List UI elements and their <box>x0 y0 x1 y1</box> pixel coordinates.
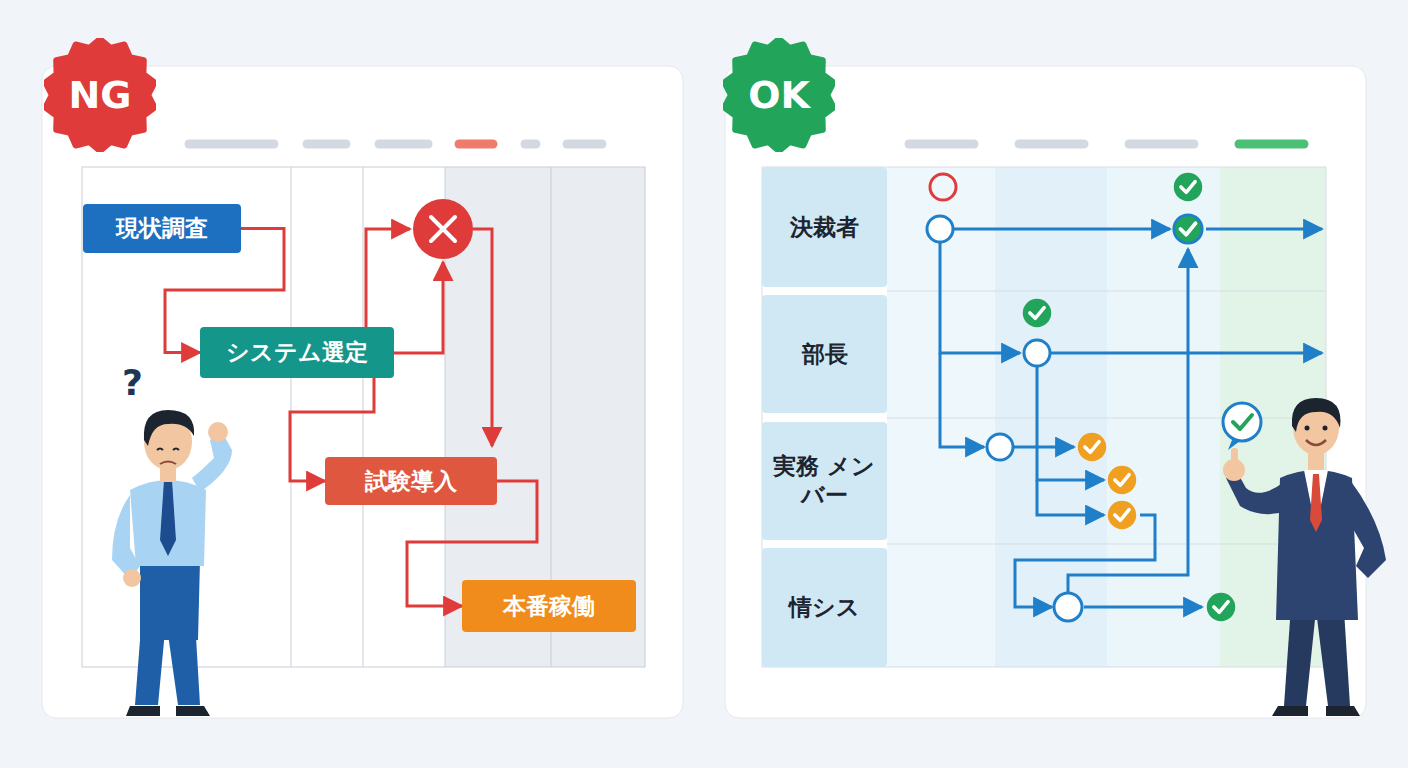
pending-mark <box>930 174 956 200</box>
lane-label: 情シス <box>789 593 860 622</box>
lane-label: 部長 <box>802 340 848 369</box>
process-box: システム選定 <box>200 327 394 378</box>
approval-flow <box>927 216 1322 621</box>
lane-label: 決裁者 <box>790 213 859 242</box>
check-mark <box>1023 299 1051 327</box>
box-label: 現状調査 <box>116 213 208 244</box>
lane-header: 情シス <box>762 548 887 667</box>
lane-header: 実務 メンバー <box>762 422 887 540</box>
check-mark <box>1108 501 1136 529</box>
header-bars <box>909 140 1304 149</box>
confident-person <box>1223 398 1386 716</box>
check-mark <box>1078 433 1106 461</box>
ok-badge: OK <box>723 38 835 152</box>
process-box: 現状調査 <box>83 204 241 253</box>
check-mark <box>1174 215 1202 243</box>
process-box: 本番稼働 <box>462 580 636 632</box>
check-mark <box>1207 593 1235 621</box>
lane-header: 決裁者 <box>762 167 887 287</box>
badge-burst <box>45 39 154 151</box>
grid <box>82 167 645 667</box>
box-label: 本番稼働 <box>503 591 595 622</box>
ng-badge: NG <box>44 38 156 152</box>
badge-label: OK <box>748 73 810 117</box>
header-bars <box>189 140 602 149</box>
lane-label: 実務 メンバー <box>770 452 879 510</box>
badge-label: NG <box>69 73 132 117</box>
panel <box>725 66 1366 718</box>
confused-person <box>112 410 232 716</box>
lane-header: 部長 <box>762 295 887 413</box>
badge-burst <box>724 39 833 151</box>
process-box: 試験導入 <box>325 457 497 505</box>
lane-grid <box>762 167 1326 667</box>
panel <box>42 66 683 718</box>
question-mark: ? <box>122 362 143 403</box>
box-label: システム選定 <box>226 337 368 368</box>
check-mark <box>1108 466 1136 494</box>
check-mark <box>1174 173 1202 201</box>
fail-mark <box>413 199 473 259</box>
box-label: 試験導入 <box>365 466 457 497</box>
